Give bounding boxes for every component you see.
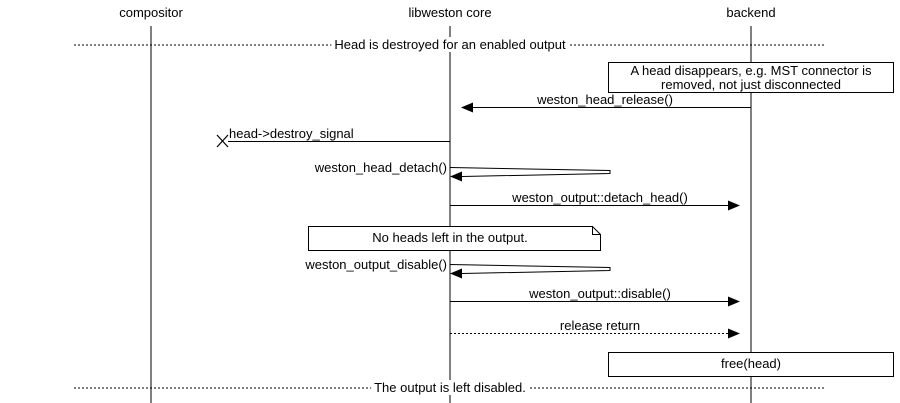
message-label-weston-head-detach: weston_head_detach() — [314, 160, 447, 175]
arrow-weston-output-disable — [449, 264, 611, 279]
note-line: No heads left in the output. — [372, 230, 528, 245]
note-box-free-head — [608, 352, 894, 377]
message-label-weston-head-release: weston_head_release() — [537, 92, 673, 107]
message-label-weston-output-disable: weston_output_disable() — [305, 257, 447, 272]
note-line: A head disappears, e.g. MST connector is — [630, 63, 872, 78]
message-label-weston-output-disable-backend: weston_output::disable() — [529, 286, 671, 301]
note-fold-no-heads-left — [592, 226, 601, 235]
note-text-no-heads-left: No heads left in the output. — [308, 231, 592, 245]
note-boxes — [308, 62, 894, 377]
message-label-weston-output-detach-head: weston_output::detach_head() — [512, 190, 688, 205]
lost-message-x-icon — [216, 134, 229, 148]
note-line: removed, not just disconnected — [661, 77, 841, 92]
message-label-head-destroy-signal: head->destroy_signal — [229, 126, 354, 141]
message-label-release-return: release return — [559, 318, 641, 333]
divider-label-bottom: The output is left disabled. — [371, 380, 529, 395]
actor-label-libweston-core: libweston core — [408, 5, 492, 20]
divider-label-top: Head is destroyed for an enabled output — [331, 37, 569, 52]
note-line: free(head) — [721, 356, 781, 371]
note-box-no-heads-left — [308, 226, 601, 251]
arrow-weston-head-detach — [449, 167, 611, 182]
actor-label-compositor: compositor — [119, 5, 183, 20]
note-box-head-disappears — [608, 62, 894, 93]
note-text-free-head: free(head) — [608, 357, 894, 371]
note-text-head-disappears: A head disappears, e.g. MST connector is… — [608, 64, 894, 92]
actor-label-backend: backend — [726, 5, 776, 20]
message-arrows — [216, 102, 751, 339]
